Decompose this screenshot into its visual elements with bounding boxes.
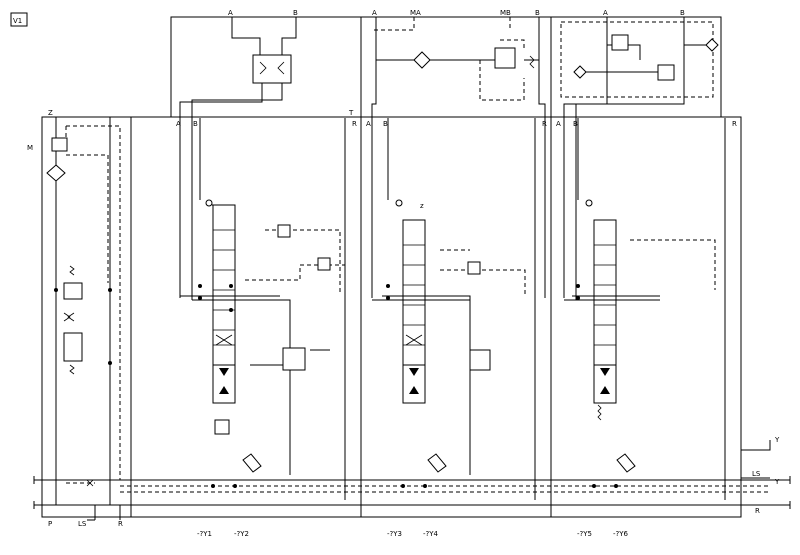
inlet-filter-icon <box>46 164 66 182</box>
sensor-3 <box>616 453 636 473</box>
inlet-m: M <box>27 144 33 152</box>
pressure-valve-2 <box>494 47 516 69</box>
outlet-ls: LS <box>752 470 761 478</box>
slice1-r: R <box>352 120 357 128</box>
relief-valve-b <box>657 64 675 81</box>
spool-body-2 <box>402 219 426 366</box>
sensor-1 <box>242 453 262 473</box>
outlet-r: R <box>755 507 760 515</box>
slice3-r: R <box>732 120 737 128</box>
inlet-z: Z <box>48 109 53 117</box>
slice-3: A B R -?Y5 -?Y6 <box>550 116 742 538</box>
shuttle-valve-block <box>252 54 292 84</box>
slice3-a: A <box>556 120 561 128</box>
s1-port-b: B <box>293 9 298 17</box>
s2-port-a: A <box>372 9 377 17</box>
s3-port-b: B <box>680 9 685 17</box>
top-section-2: A MA MB B <box>360 9 552 298</box>
pressure-reducer <box>51 137 68 152</box>
inlet-ls: LS <box>78 520 87 528</box>
solenoid-block-3 <box>593 364 617 404</box>
inlet-p: P <box>48 520 52 528</box>
lever-knob-3 <box>585 199 593 207</box>
slice3-sol-b: -?Y6 <box>613 530 629 538</box>
sensor-2 <box>427 453 447 473</box>
slice3-sol-a: -?Y5 <box>577 530 592 538</box>
top-section-3: A B <box>550 9 722 300</box>
outlet-block: Y LS Y R <box>741 436 780 515</box>
check-valve-2 <box>467 261 481 275</box>
diagram-id-label: V1 <box>13 17 22 25</box>
slice-1: A B R T -?Y1 -?Y2 <box>130 109 362 538</box>
lever-knob-2 <box>395 199 403 207</box>
slice2-sol-b: -?Y4 <box>423 530 439 538</box>
s2-port-mb: MB <box>500 9 511 17</box>
slice2-sol-a: -?Y3 <box>387 530 402 538</box>
slice2-b: B <box>383 120 388 128</box>
check-icon-a <box>573 65 587 79</box>
secondary-valve-2 <box>469 349 491 371</box>
s3-port-a: A <box>603 9 608 17</box>
slice1-sol-a: -?Y1 <box>197 530 212 538</box>
slice2-r: R <box>542 120 547 128</box>
solenoid-block-2 <box>402 364 426 404</box>
outlet-y-top: Y <box>774 436 780 444</box>
compensator-valve <box>63 282 83 300</box>
outlet-y-bot: Y <box>774 478 780 486</box>
s2-port-b: B <box>535 9 540 17</box>
slice3-b: B <box>573 120 578 128</box>
s2-port-ma: MA <box>410 9 421 17</box>
secondary-valve-1 <box>282 347 306 371</box>
spool-body-3 <box>593 219 617 366</box>
check-icon-b <box>705 38 719 52</box>
diagram-id-box: V1 <box>10 12 28 27</box>
lever-knob-1 <box>205 199 213 207</box>
top-section-1: A B <box>170 9 362 300</box>
slice1-a: A <box>176 120 181 128</box>
solenoid-coil-1 <box>214 419 230 435</box>
inlet-r: R <box>118 520 123 528</box>
flow-valve <box>63 332 83 362</box>
inlet-block: Z M P LS R <box>27 109 132 528</box>
slice1-t: T <box>348 109 354 117</box>
check-valve-1a <box>277 224 291 238</box>
relief-valve-a <box>611 34 629 51</box>
slice2-a: A <box>366 120 371 128</box>
check-valve-1b <box>317 257 331 271</box>
slice1-sol-b: -?Y2 <box>234 530 249 538</box>
slice1-b: B <box>193 120 198 128</box>
solenoid-block-1 <box>212 364 236 404</box>
filter-icon <box>413 51 431 69</box>
gallery-lines <box>33 476 791 521</box>
slice-2: A B R -?Y3 -?Y4 z <box>360 116 552 538</box>
slice2-z-mark: z <box>420 202 424 210</box>
s1-port-a: A <box>228 9 233 17</box>
